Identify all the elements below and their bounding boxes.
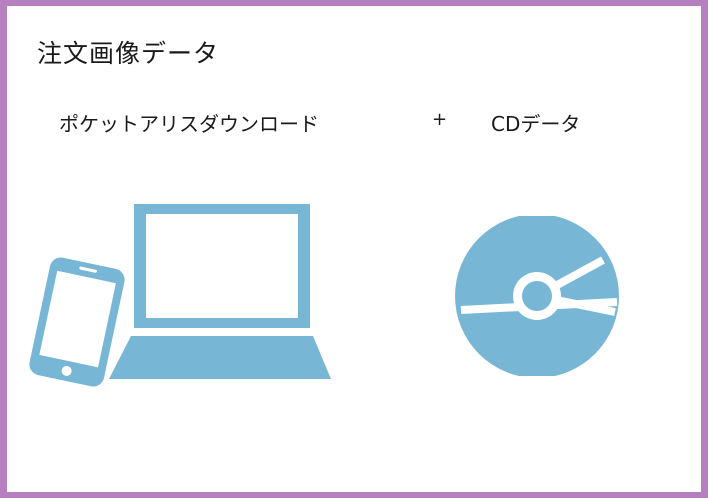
- plus-sign: +: [432, 109, 448, 130]
- laptop-icon: [109, 204, 331, 379]
- order-image-data-panel: 注文画像データ ポケットアリスダウンロード + CDデータ: [7, 6, 701, 492]
- smartphone-laptop-icon: [29, 204, 331, 387]
- cd-disc-icon: [455, 216, 619, 376]
- page-title: 注文画像データ: [37, 39, 220, 68]
- cd-data-label: CDデータ: [491, 112, 581, 136]
- download-label: ポケットアリスダウンロード: [59, 112, 319, 136]
- smartphone-icon: [29, 257, 125, 387]
